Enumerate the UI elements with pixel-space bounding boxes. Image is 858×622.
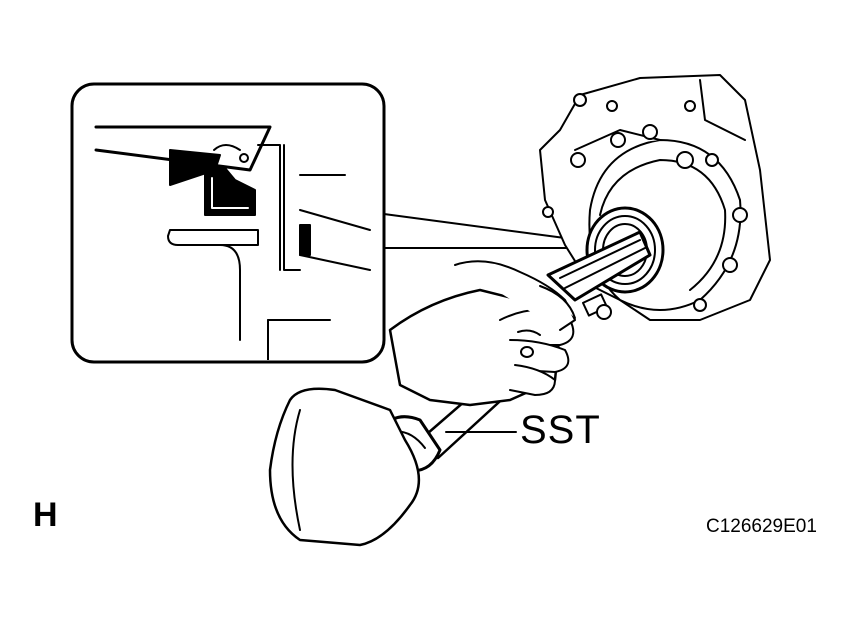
inset-oil-seal <box>205 168 255 215</box>
view-letter: H <box>33 496 58 534</box>
inset-frame <box>72 84 384 362</box>
technician-sleeve <box>270 389 419 545</box>
figure-code: C126629E01 <box>706 516 817 537</box>
inset-leader-lines <box>384 214 580 248</box>
detail-inset <box>72 84 384 362</box>
sst-callout-label: SST <box>520 408 601 452</box>
technician-hand <box>270 261 575 545</box>
inset-section-view <box>96 127 370 360</box>
